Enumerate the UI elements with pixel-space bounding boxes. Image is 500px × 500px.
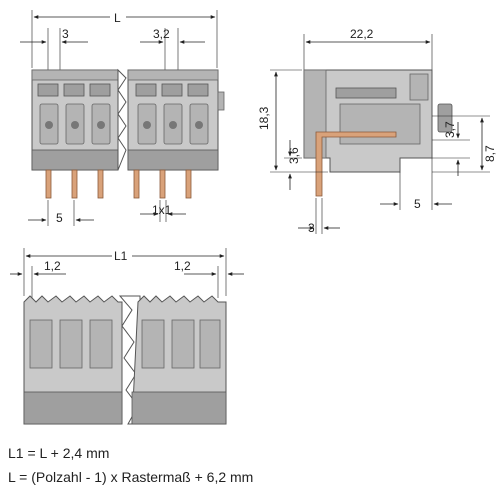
formula-line-1: L1 = L + 2,4 mm	[8, 445, 109, 461]
dim-3-7-label: 3,7	[443, 121, 457, 138]
dim-side-5-label: 5	[414, 197, 421, 211]
dim-5-label: 5	[56, 211, 63, 225]
dim-side-3-label: 3	[308, 221, 315, 235]
dim-1-2-left-label: 1,2	[44, 259, 61, 273]
dim-3-6-label: 3,6	[287, 147, 301, 164]
dim-8-7-label: 8,7	[483, 145, 497, 162]
dim-22-2-label: 22,2	[350, 27, 374, 41]
bottom-view: L1 1,2 1,2	[10, 246, 244, 425]
dim-18-3-label: 18,3	[257, 106, 271, 130]
dim-1x1-label: 1x1	[152, 203, 172, 217]
dim-L1-label: L1	[114, 249, 128, 263]
dim-L-label: L	[114, 11, 121, 25]
dim-3-2-label: 3,2	[153, 27, 170, 41]
front-view: L 3 3,2	[20, 8, 225, 226]
formula-line-2: L = (Polzahl - 1) x Rastermaß + 6,2 mm	[8, 469, 253, 485]
side-view: 22,2 18,3 3,6 3,7 8,7	[257, 27, 497, 235]
dim-1-2-right-label: 1,2	[174, 259, 191, 273]
dim-3-label: 3	[62, 27, 69, 41]
